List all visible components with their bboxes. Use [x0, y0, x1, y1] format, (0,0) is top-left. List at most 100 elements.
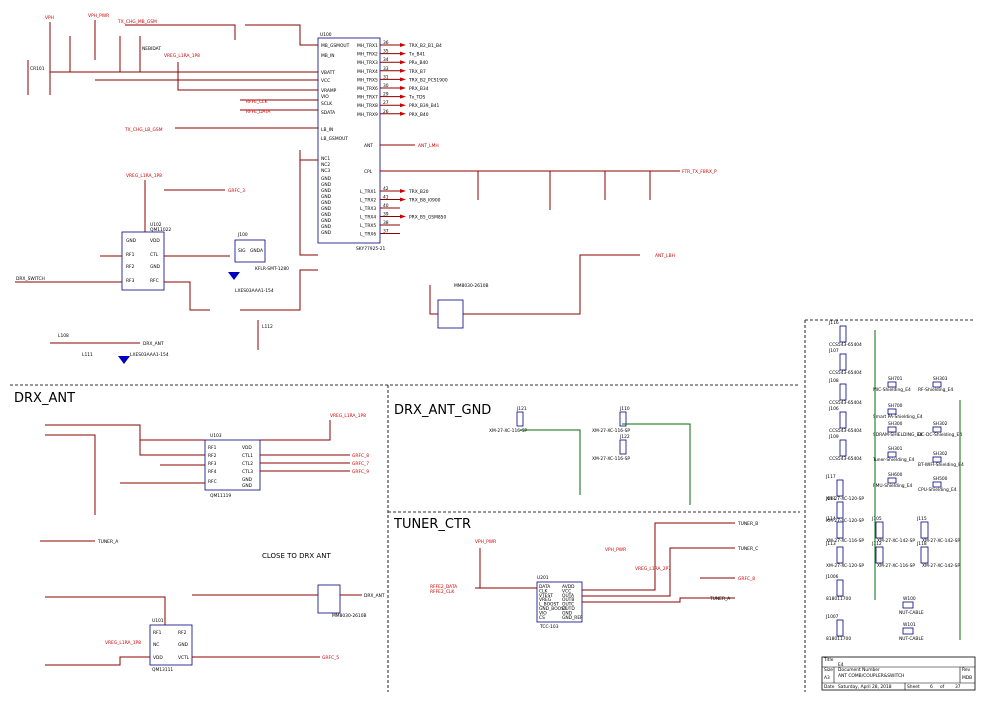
net-label: Tx_TDS	[408, 95, 426, 101]
u102-ref: U102	[150, 222, 162, 228]
net-vph-pwr-b: VPH_PWR	[475, 539, 496, 545]
svg-text:CTL: CTL	[150, 252, 159, 258]
net-vph: VPH	[45, 15, 54, 21]
net-grfc-8-b: GRFC_8	[738, 576, 755, 582]
u101-body	[149, 624, 193, 666]
svg-text:A3: A3	[824, 675, 830, 681]
net-grfc-7: GRFC_7	[352, 461, 369, 467]
u201-pins: DATACLKVTESTVREGL_BOOSTGND_BOOSTVIOCSAVD…	[539, 584, 583, 621]
svg-text:Rev: Rev	[962, 667, 971, 673]
net-label: TRX_B7	[408, 69, 426, 75]
shield-part: RF-Shielding_E4	[918, 387, 953, 393]
u201-pin-label: OUTA	[562, 593, 574, 599]
connector-part: XM-27-XC-116-SP	[592, 428, 630, 434]
connector-ref: J121	[516, 406, 527, 412]
shield-part: Tuner-Shielding_E4	[872, 457, 915, 463]
shield-part: BT-WIFI-Shielding_E4	[918, 462, 964, 468]
connector-part: XM-27-XC-116-SP	[877, 563, 915, 569]
u100-pin-label: MH_TRX5	[357, 77, 378, 83]
u100-pin-number: 36	[383, 40, 389, 46]
connector-part: CCS543-65404	[829, 370, 862, 376]
connector-body	[839, 383, 847, 401]
net-tx-chg-lb-gsm: TX_CHG_LB_GSM	[124, 127, 163, 133]
connector-ref: J113	[825, 541, 836, 547]
svg-text:GND: GND	[321, 188, 332, 194]
title-block: Title E4 Size A3 Document Number ANT COM…	[821, 656, 976, 691]
u100-ref: U100	[320, 32, 332, 38]
net-vreg-l1ra-1p8-b: VREG_L1RA_1P8	[126, 173, 162, 179]
u100-pin-label: L_TRX2	[360, 198, 376, 204]
u100-pin-number: 30	[383, 83, 389, 89]
connector-part: XM-27-XC-116-SP	[826, 538, 864, 544]
u102-part: QM11022	[150, 227, 171, 233]
connector-ref: J115	[916, 516, 927, 522]
shield-part: MIC-Shielding_E4	[873, 387, 911, 393]
connector-body	[839, 411, 847, 429]
u100-pin-label: L_TRX5	[360, 223, 376, 229]
net-drx-ant: DRX_ANT	[143, 341, 164, 347]
svg-text:RF2: RF2	[208, 453, 217, 459]
right-connector-list-2: J105XM-27-XC-142-SPJ115XM-27-XC-142-SPJ1…	[871, 516, 960, 569]
cable-part: NUT-CABLE	[899, 610, 924, 616]
u100-pin-label: L_TRX6	[360, 232, 376, 238]
svg-text:VDD: VDD	[242, 445, 252, 451]
l111-ref: L111	[82, 352, 93, 358]
connector-body	[839, 325, 847, 343]
net-vreg-l1ra-2p7: VREG_L1RA_2P7	[635, 566, 671, 572]
connector-ref: J109	[828, 434, 839, 440]
connector-part: CCS543-65404	[829, 342, 862, 348]
u100-pin-number: 27	[383, 100, 389, 106]
shield-ref: SH302	[933, 421, 948, 427]
cable-ref: W101	[903, 622, 916, 628]
connector-part: XM-27-XC-142-SP	[877, 538, 915, 544]
net-tuner-a: TUNER_A	[709, 596, 730, 602]
svg-text:VDD: VDD	[150, 238, 160, 244]
net-label: TRX_B2_PCS1900	[408, 77, 448, 83]
shield-ref: SH701	[888, 376, 903, 382]
shield-ref: SH500	[933, 476, 948, 482]
net-ant-lbh: ANT_LBH	[655, 253, 675, 259]
power-rails	[27, 20, 318, 129]
svg-text:of: of	[940, 684, 945, 690]
cr103-diode	[228, 272, 240, 280]
u103-part: QM11119	[210, 493, 231, 499]
net-port-arrow	[400, 51, 406, 56]
svg-text:RF2: RF2	[126, 264, 135, 270]
j100-body	[234, 239, 266, 263]
u103-body	[204, 439, 261, 491]
shield-part: CPU-Shielding_E4	[918, 487, 957, 493]
net-label: PRX_B39_B41	[409, 103, 440, 109]
u201-pin-label: VTEST	[539, 593, 553, 599]
svg-text:RF2: RF2	[178, 630, 187, 636]
u100-pin-label: MH_TRX9	[357, 112, 378, 118]
svg-text:RF1: RF1	[126, 252, 135, 258]
u100-pin-label: MH_TRX6	[357, 86, 378, 92]
u201-part: TCC-103	[539, 624, 559, 630]
net-port-arrow	[400, 60, 406, 65]
net-label: TRX_B8_I0900	[408, 198, 441, 204]
svg-text:RF3: RF3	[208, 461, 217, 467]
connector-body	[875, 546, 884, 564]
net-rffe-clk: RFFE_CLK	[246, 99, 268, 105]
svg-text:RF3: RF3	[126, 278, 135, 284]
shield-body	[887, 408, 897, 415]
cr102-diode	[118, 356, 130, 364]
svg-text:VCC: VCC	[321, 78, 330, 84]
svg-text:NC: NC	[153, 642, 159, 648]
cable-body	[902, 601, 914, 609]
svg-text:Size: Size	[824, 667, 833, 673]
svg-text:CTL1: CTL1	[242, 453, 253, 459]
u100-pin-label: MH_TRX4	[357, 69, 378, 75]
svg-text:GND: GND	[321, 176, 332, 182]
svg-text:SIG: SIG	[238, 248, 246, 254]
u100-pin-number: 34	[383, 57, 389, 63]
shield-ref: SH303	[933, 376, 948, 382]
u201-pin-label: GND_BOOST	[539, 606, 567, 612]
connector-ref: J112	[871, 541, 882, 547]
svg-text:VRAMP: VRAMP	[321, 88, 337, 94]
shield-ref: SH600	[888, 472, 903, 478]
connector-ref: J118	[916, 541, 927, 547]
svg-text:VCTL: VCTL	[178, 655, 190, 661]
u100-pin-number: 31	[383, 74, 389, 80]
svg-text:RFC: RFC	[208, 479, 217, 485]
